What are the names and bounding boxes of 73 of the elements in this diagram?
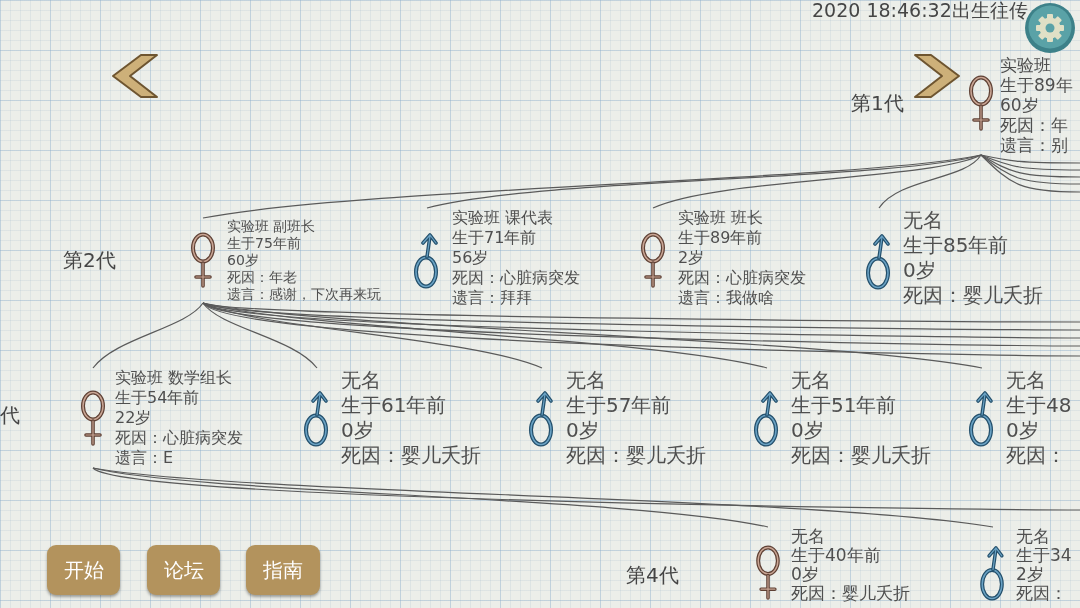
death-cause-text: 死因：婴儿夭折 [791,584,910,603]
generation-label: 第2代 [63,249,116,272]
birth-text: 生于61年前 [341,393,448,418]
birth-text: 生于54年前 [115,388,201,408]
death-cause-text: 死因：婴儿夭折 [903,283,1043,308]
age-text: 0岁 [903,258,937,283]
connector-line [92,467,1080,511]
age-text: 0岁 [1006,418,1040,443]
connector-line [980,154,1080,185]
death-cause-text: 死因：婴儿夭折 [341,443,481,468]
death-cause-text: 死因： [1016,584,1068,603]
forum-button: 论坛 [147,545,220,595]
age-text: 2岁 [1016,565,1045,584]
connector-line [878,154,982,209]
connector-line [202,302,318,369]
birth-text: 生于85年前 [903,233,1010,258]
age-text: 22岁 [115,408,153,428]
birth-text: 生于75年前 [227,235,302,252]
connector-line [92,302,204,369]
name-text: 无名 [791,527,826,546]
generation-label: 第1代 [851,92,904,115]
age-text: 0岁 [341,418,375,443]
connector-line [202,302,1080,347]
name-text: 实验班 [1000,55,1052,75]
death-cause-text: 死因：婴儿夭折 [791,443,931,468]
birth-text: 生于57年前 [566,393,673,418]
death-cause-text: 死因：心脏病突发 [115,428,243,448]
death-cause-text: 死因：心脏病突发 [678,268,806,288]
connector-line [980,154,1080,193]
name-text: 实验班 班长 [678,208,765,228]
death-cause-text: 死因：婴儿夭折 [566,443,706,468]
birth-text: 生于51年前 [791,393,898,418]
last-words-text: 遗言：拜拜 [452,288,533,308]
age-text: 0岁 [566,418,600,443]
connector-line [652,154,982,209]
birth-text: 生于48 [1006,393,1072,418]
last-words-text: 遗言：别 [1000,135,1069,155]
birth-text: 生于89年前 [678,228,764,248]
start-button: 开始 [47,545,120,595]
name-text: 实验班 数学组长 [115,368,234,388]
guide-button: 指南 [246,545,320,595]
death-cause-text: 死因： [1006,443,1067,468]
name-text: 无名 [903,208,944,233]
name-text: 无名 [1006,368,1047,393]
last-words-text: 遗言：感谢，下次再来玩 [227,286,381,303]
age-text: 0岁 [791,565,820,584]
birth-text: 生于89年 [1000,75,1073,95]
age-text: 2岁 [678,248,706,268]
birth-text: 生于40年前 [791,546,882,565]
connector-line [980,154,1080,171]
connector-line [202,302,1080,357]
name-text: 无名 [791,368,832,393]
last-words-text: 遗言：E [115,448,175,468]
connector-line [92,467,994,528]
age-text: 0岁 [791,418,825,443]
birth-text: 生于71年前 [452,228,538,248]
name-text: 实验班 课代表 [452,208,555,228]
age-text: 60岁 [227,252,260,269]
name-text: 实验班 副班长 [227,218,317,235]
last-words-text: 遗言：我做啥 [678,288,775,308]
connector-line [202,302,1080,323]
name-text: 无名 [341,368,382,393]
death-cause-text: 死因：年 [1000,115,1069,135]
name-text: 无名 [1016,527,1051,546]
birth-text: 生于34 [1016,546,1072,565]
age-text: 56岁 [452,248,490,268]
name-text: 无名 [566,368,607,393]
timestamp-text: 2020 18:46:32出生往传 [812,0,1028,22]
generation-label: 第4代 [626,564,679,587]
age-text: 60岁 [1000,95,1040,115]
death-cause-text: 死因：年老 [227,269,298,286]
death-cause-text: 死因：心脏病突发 [452,268,580,288]
generation-label: 代 [0,404,20,427]
